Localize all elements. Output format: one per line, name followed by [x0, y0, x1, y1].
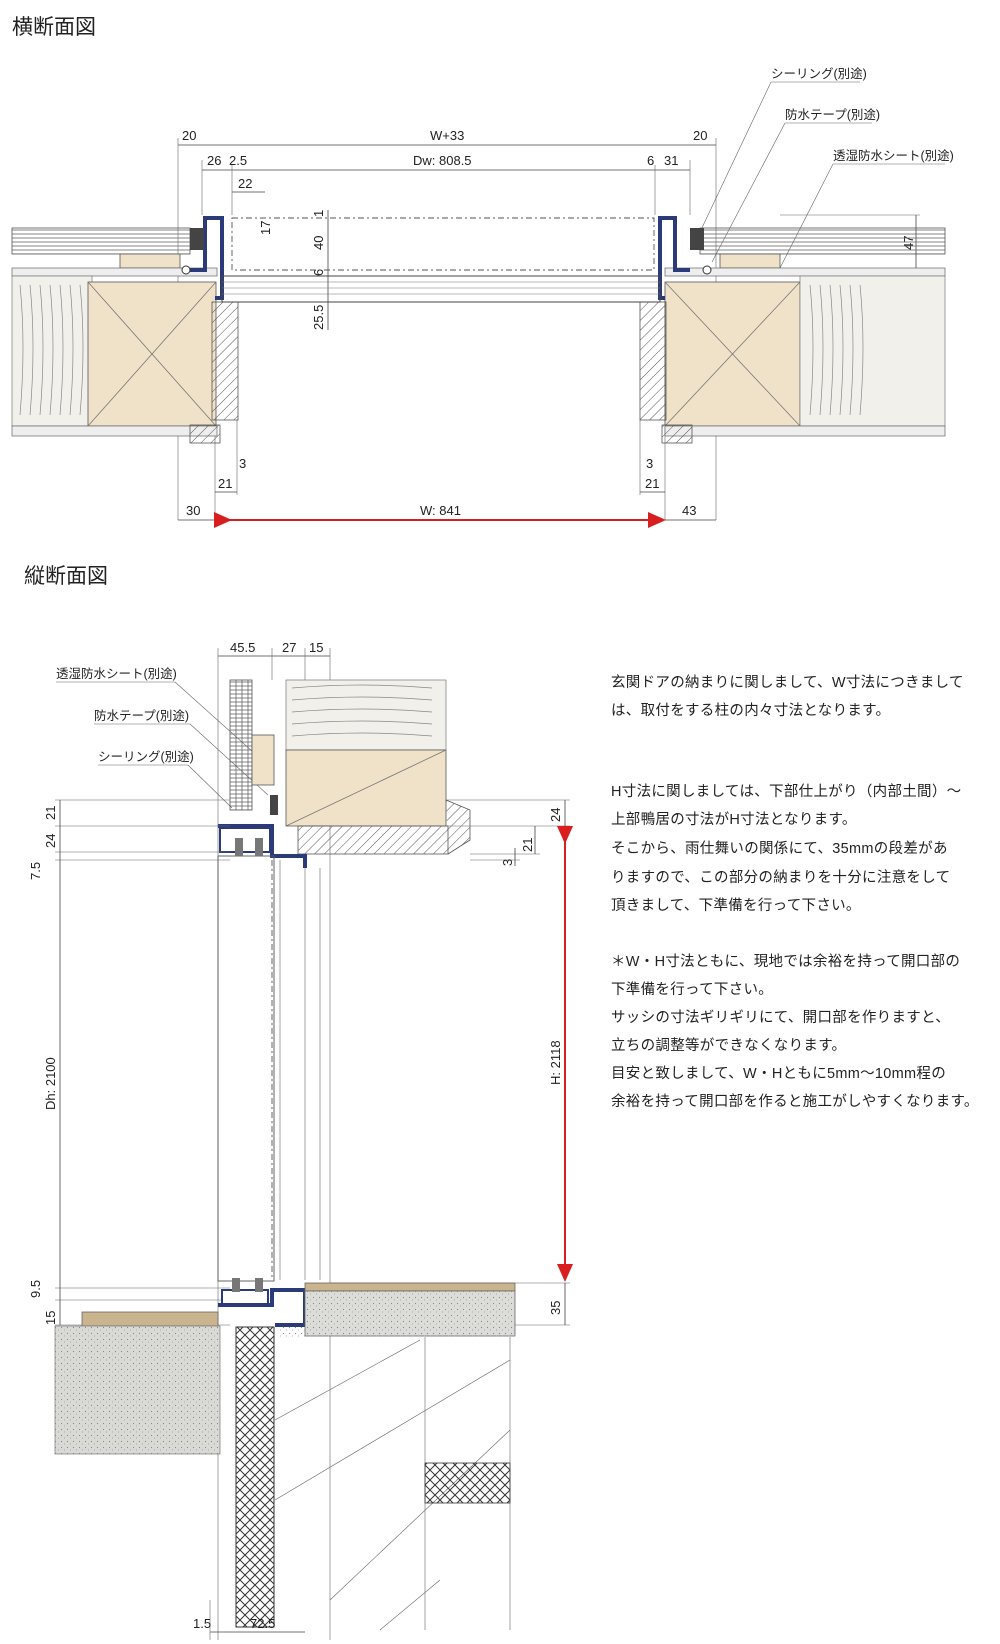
- h-left-frame: [185, 216, 224, 300]
- v-upper-insulation: [285, 679, 447, 751]
- h-dim-3-right: 3: [646, 456, 653, 471]
- v-dim-1-5: 1.5: [193, 1616, 211, 1631]
- h-dim-26: 26: [207, 153, 221, 168]
- v-dim-15: 15: [309, 640, 323, 655]
- v-dim-24-left: 24: [43, 834, 58, 848]
- h-right-insulation: [799, 275, 946, 427]
- v-dim-9-5: 9.5: [28, 1280, 43, 1298]
- v-dim-24-right: 24: [548, 808, 563, 822]
- h-dim-20-left: 20: [182, 128, 196, 143]
- h-left-trim: [211, 301, 239, 421]
- h-right-siding: [699, 227, 946, 255]
- v-dim-15-left: 15: [43, 1311, 58, 1325]
- note-line: H寸法に関しましては、下部仕上がり（内部土間）～: [611, 783, 961, 800]
- v-dim-7-5: 7.5: [28, 862, 43, 880]
- h-label-sealing: シーリング(別途): [771, 66, 867, 81]
- h-dim-21-right: 21: [645, 476, 659, 491]
- horizontal-section-title: 横断面図: [12, 16, 96, 39]
- v-exterior-tile: [81, 1311, 219, 1327]
- v-label-breathable-sheet: 透湿防水シート(別途): [56, 666, 177, 681]
- h-dim-43: 43: [682, 503, 696, 518]
- note-line: 目安と致しまして、W・Hともに5mm～10mm程の: [611, 1065, 946, 1082]
- notes-block: 玄関ドアの納まりに関しまして、W寸法につきまして は、取付をする柱の内々寸法とな…: [611, 674, 979, 1110]
- h-dim-6b: 6: [311, 269, 326, 276]
- note-line: そこから、雨仕舞いの関係にて、35mmの段差があ: [611, 840, 948, 857]
- note-line: は、取付をする柱の内々寸法となります。: [611, 702, 890, 719]
- v-dim-21-left: 21: [43, 806, 58, 820]
- h-dim-21-left: 21: [218, 476, 232, 491]
- h-label-waterproof-tape: 防水テープ(別途): [785, 107, 880, 122]
- h-dim-30: 30: [186, 503, 200, 518]
- h-dim-6: 6: [647, 153, 654, 168]
- note-line: 下準備を行って下さい。: [611, 981, 773, 998]
- h-door-leaf: [221, 275, 661, 303]
- h-dim-25-5: 25.5: [311, 305, 326, 330]
- v-dim-dh: Dh: 2100: [43, 1057, 58, 1110]
- h-dim-31: 31: [664, 153, 678, 168]
- v-dim-21-right: 21: [520, 838, 535, 852]
- v-dim-27: 27: [282, 640, 296, 655]
- h-dim-22: 22: [238, 176, 252, 191]
- note-line: 余裕を持って開口部を作ると施工がしやすくなります。: [611, 1092, 979, 1110]
- h-right-frame: [658, 216, 690, 300]
- note-line: サッシの寸法ギリギリにて、開口部を作りますと、: [611, 1009, 950, 1026]
- note-line: ＊W・H寸法ともに、現地では余裕を持って開口部の: [611, 952, 960, 970]
- h-dim-3-left: 3: [239, 456, 246, 471]
- h-dim-w33: W+33: [430, 128, 464, 143]
- v-upper-siding: [229, 679, 253, 811]
- v-label-waterproof-tape: 防水テープ(別途): [94, 708, 189, 723]
- h-dim-w841: W: 841: [420, 503, 461, 518]
- h-dim-20-right: 20: [693, 128, 707, 143]
- note-line: 玄関ドアの納まりに関しまして、W寸法につきまして: [611, 674, 964, 691]
- v-head-trim: [297, 825, 449, 855]
- v-label-sealing: シーリング(別途): [98, 749, 194, 764]
- h-dim-dw: Dw: 808.5: [413, 153, 472, 168]
- h-label-breathable-sheet: 透湿防水シート(別途): [833, 148, 954, 163]
- note-line: りますので、この部分の納まりを十分に注意をして: [611, 868, 950, 886]
- vertical-section-title: 縦断面図: [24, 565, 108, 588]
- v-dim-45-5: 45.5: [230, 640, 255, 655]
- v-dim-72-5: 72.5: [250, 1616, 275, 1631]
- v-dim-3-right: 3: [500, 859, 515, 866]
- h-dim-17: 17: [258, 221, 273, 235]
- h-dim-40: 40: [311, 236, 326, 250]
- h-left-insulation: [11, 275, 93, 427]
- note-line: 上部鴨居の寸法がH寸法となります。: [611, 811, 857, 828]
- v-door-leaf: [217, 855, 275, 1282]
- v-interior-floor-finish: [304, 1282, 516, 1292]
- note-line: 立ちの調整等ができなくなります。: [611, 1036, 846, 1054]
- v-dim-h2118: H: 2118: [548, 1040, 563, 1085]
- h-dim-2-5: 2.5: [229, 153, 247, 168]
- h-dim-1: 1: [311, 210, 326, 217]
- v-foundation: [235, 1326, 275, 1628]
- h-left-siding: [11, 227, 191, 255]
- h-right-trim: [639, 301, 667, 421]
- note-line: 頂きまして、下準備を行って下さい。: [611, 897, 861, 914]
- v-dim-35: 35: [548, 1301, 563, 1315]
